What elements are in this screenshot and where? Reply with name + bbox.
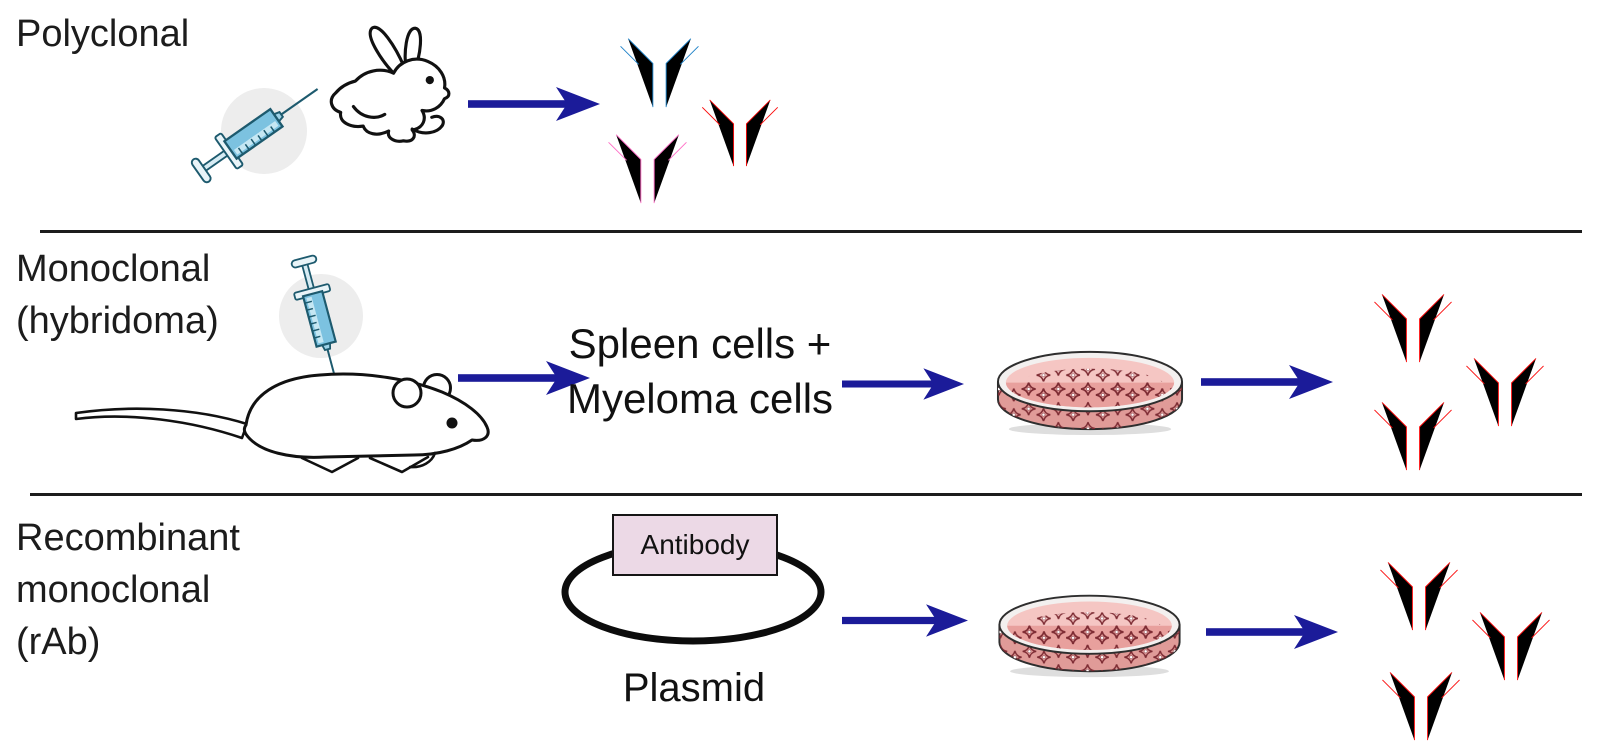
plasmid-caption: Plasmid [622, 666, 766, 710]
row-label-recombinant: Recombinant monoclonal (rAb) [16, 512, 240, 668]
antibody-icon-red [1372, 538, 1466, 632]
label-line: Polyclonal [16, 13, 190, 55]
label-line: (hybridoma) [16, 300, 219, 342]
label-line: Myeloma cells [566, 375, 834, 422]
label-line: (rAb) [16, 621, 101, 663]
label-line: Recombinant [16, 517, 240, 559]
petri-dish-icon [992, 586, 1187, 679]
flow-arrow-icon [468, 87, 600, 121]
antibody-icon-red [1366, 378, 1460, 472]
flow-arrow-icon [842, 368, 964, 400]
antibody-icon-red [1458, 334, 1552, 428]
petri-dish-icon [990, 342, 1190, 437]
mouse-icon [70, 345, 500, 480]
plasmid-insert-label: Antibody [640, 529, 750, 560]
section-divider-2 [30, 493, 1582, 496]
row-label-polyclonal: Polyclonal [16, 8, 189, 60]
antibody-icon-pink [600, 110, 695, 205]
row-label-monoclonal: Monoclonal (hybridoma) [16, 243, 219, 347]
spleen-myeloma-label: Spleen cells + Myeloma cells [540, 316, 860, 426]
antibody-icon-red [1366, 270, 1460, 364]
rabbit-icon [326, 18, 468, 150]
syringe-icon [175, 59, 343, 201]
label-line: Spleen cells + [568, 320, 832, 367]
section-divider-1 [40, 230, 1582, 233]
label-line: monoclonal [16, 569, 211, 611]
plasmid-insert-box: Antibody [612, 514, 778, 576]
flow-arrow-icon [1192, 365, 1342, 399]
antibody-icon-blue [612, 14, 707, 109]
flow-arrow-icon [1202, 615, 1342, 649]
antibody-icon-red [1464, 588, 1558, 682]
antibody-icon-red [694, 76, 786, 168]
label-line: Monoclonal [16, 248, 211, 290]
flow-arrow-icon [842, 604, 968, 637]
antibody-icon-red [1374, 648, 1468, 742]
